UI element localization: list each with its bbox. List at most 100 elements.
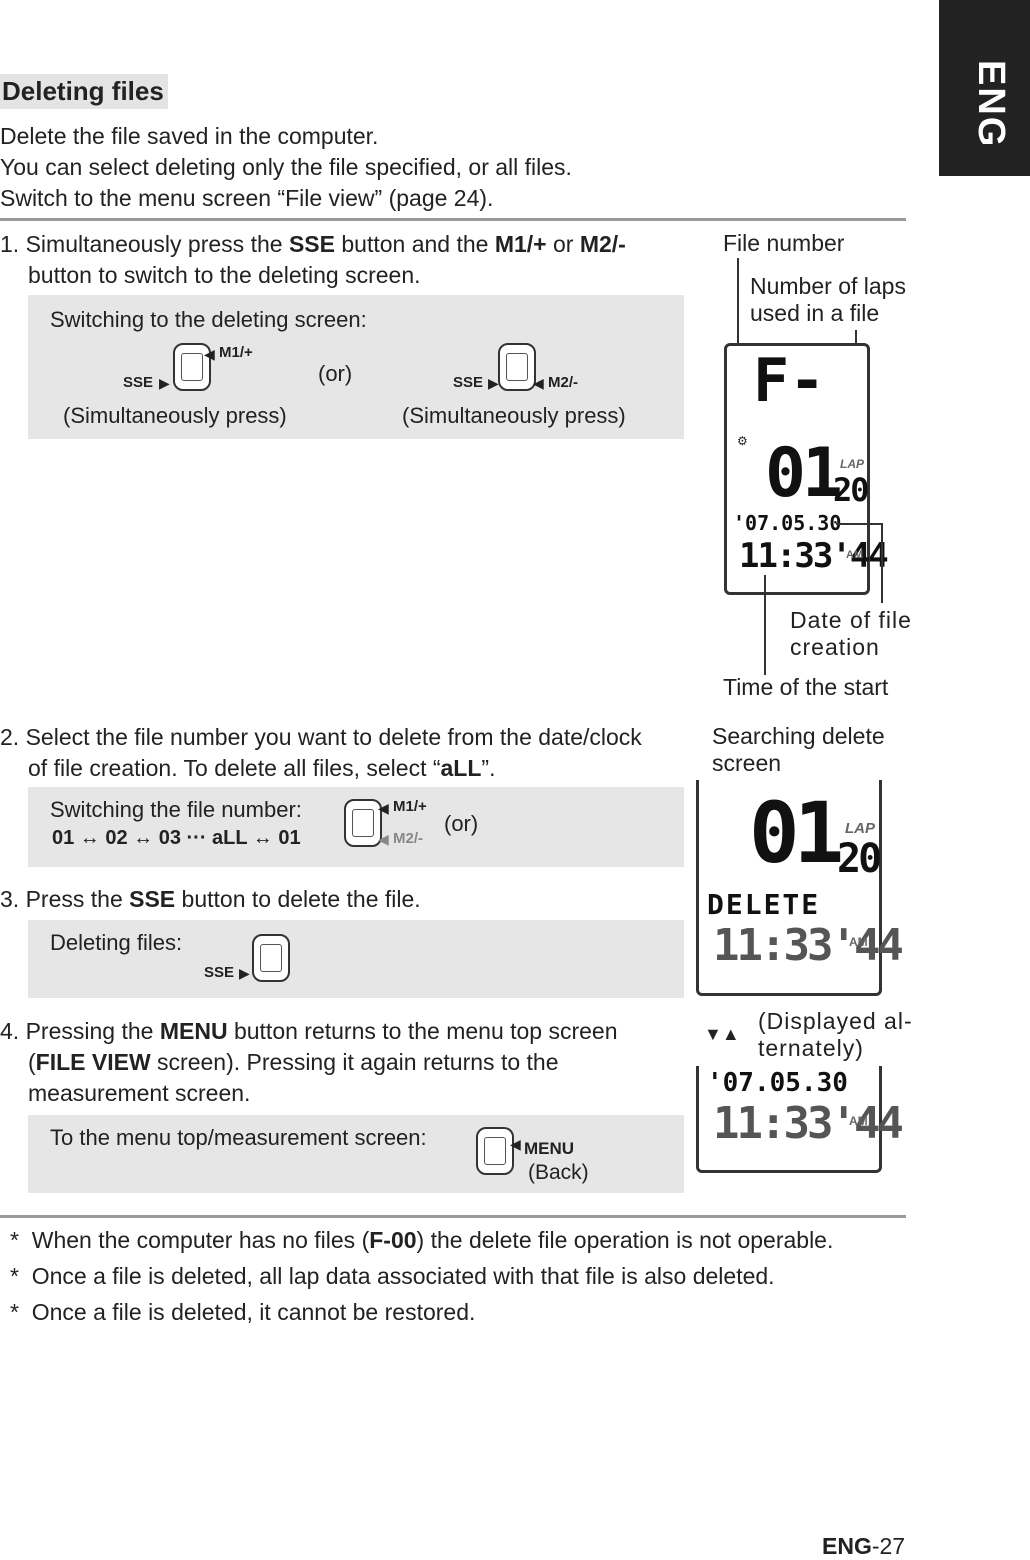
page-num: -27 <box>871 1533 906 1559</box>
time-start-label: Time of the start <box>723 674 889 700</box>
intro-line: Switch to the menu screen “File view” (p… <box>0 185 494 211</box>
language-tab-label: ENG <box>970 60 1012 149</box>
caption-line: ternately) <box>758 1035 864 1061</box>
back-text: (Back) <box>528 1161 589 1184</box>
note-text: ) the delete file operation is not opera… <box>416 1227 834 1253</box>
step-4: 4. Pressing the MENU button returns to t… <box>0 1016 618 1109</box>
file-sequence: 01 ↔ 02 ↔ 03 ··· aLL ↔ 01 <box>52 827 301 849</box>
down-up-arrow-icon: ▼▲ <box>704 1024 740 1044</box>
step-1: 1. Simultaneously press the SSE button a… <box>0 229 626 291</box>
sse-label: SSE <box>204 964 235 981</box>
m2-label: M2/- <box>393 830 423 847</box>
language-tab: ENG <box>939 0 1030 176</box>
note: * When the computer has no files (F-00) … <box>10 1227 834 1253</box>
step-number: 1. <box>0 231 20 257</box>
device-icon[interactable] <box>498 343 536 391</box>
step-number: 2. <box>0 724 20 750</box>
m1-label: M1/+ <box>393 798 427 815</box>
step-text: button to switch to the deleting screen. <box>28 262 421 288</box>
m2-keyword: M2/- <box>579 231 626 257</box>
arrow-right-icon: ▶ <box>239 965 250 981</box>
simultaneous-text: (Simultaneously press) <box>402 403 626 428</box>
step-number: 4. <box>0 1018 20 1044</box>
step-text: ( <box>28 1049 36 1075</box>
alternate-caption: (Displayed al- ternately) <box>758 1008 913 1062</box>
box-title: Deleting files: <box>50 930 183 955</box>
lcd-delete: DELETE <box>707 888 821 921</box>
m1-label: M1/+ <box>219 344 253 361</box>
lcd-lap-label: LAP <box>840 457 864 471</box>
page-number: ENG-27 <box>822 1533 905 1560</box>
lcd-date: '07.05.30 <box>733 511 842 535</box>
lcd-file-number: 01 <box>765 434 843 513</box>
box-title: Switching the file number: <box>50 797 302 822</box>
lcd-am: AM <box>849 1114 868 1128</box>
sse-keyword: SSE <box>288 231 335 257</box>
page-prefix: ENG <box>822 1533 872 1559</box>
leader-line <box>881 523 883 603</box>
step-text: Simultaneously press the <box>25 231 289 257</box>
step-4-box: To the menu top/measurement screen: ◀ ME… <box>28 1115 684 1193</box>
leader-line <box>764 575 766 675</box>
step-number: 3. <box>0 886 20 912</box>
box-title: Switching to the deleting screen: <box>50 307 367 332</box>
settings-icon: ⚙ <box>737 434 748 448</box>
step-text: button to delete the file. <box>175 886 421 912</box>
device-icon[interactable] <box>252 934 290 982</box>
note-text: Once a file is deleted, it cannot be res… <box>31 1299 476 1325</box>
step-3: 3. Press the SSE button to delete the fi… <box>0 884 421 915</box>
step-text: or <box>546 231 580 257</box>
arrow-right-icon: ▶ <box>488 375 499 391</box>
lcd-file-prefix: F- <box>753 346 826 416</box>
sse-label: SSE <box>123 374 154 391</box>
arrow-left-icon: ◀ <box>204 346 215 362</box>
note: * Once a file is deleted, it cannot be r… <box>10 1299 476 1325</box>
m1-keyword: M1/+ <box>494 231 547 257</box>
lcd-date: '07.05.30 <box>707 1068 848 1098</box>
date-label: Date of file creation <box>790 607 912 661</box>
sse-label: SSE <box>453 374 484 391</box>
lcd-lap-label: LAP <box>845 820 875 837</box>
lcd-display-1: F- ⚙ 01 LAP 20 '07.05.30 11:33'44 AM <box>724 343 889 595</box>
laps-label: Number of laps used in a file <box>750 273 906 327</box>
laps-label-line: used in a file <box>750 300 880 326</box>
intro-line: Delete the file saved in the computer. <box>0 123 379 149</box>
menu-label: MENU <box>524 1139 575 1158</box>
lcd-display-3: '07.05.30 11:33'44 AM <box>696 1066 904 1173</box>
arrow-left-icon: ◀ <box>378 831 389 847</box>
device-icon[interactable] <box>476 1127 514 1175</box>
caption-line: Searching delete <box>712 723 885 749</box>
or-text: (or) <box>444 811 479 836</box>
step-text: of file creation. To delete all files, s… <box>28 755 441 781</box>
step-1-box: Switching to the deleting screen: SSE ▶ … <box>28 295 684 439</box>
step-2-box: Switching the file number: 01 ↔ 02 ↔ 03 … <box>28 787 684 867</box>
step-text: button and the <box>334 231 495 257</box>
intro-line: You can select deleting only the file sp… <box>0 154 572 180</box>
f00-keyword: F-00 <box>369 1227 417 1253</box>
divider <box>0 1215 906 1218</box>
date-label-line: Date of file <box>790 607 912 633</box>
simultaneous-text: (Simultaneously press) <box>63 403 287 428</box>
step-3-box: Deleting files: SSE ▶ <box>28 920 684 998</box>
leader-line <box>836 523 883 525</box>
caption-line: (Displayed al- <box>758 1008 913 1034</box>
note: * Once a file is deleted, all lap data a… <box>10 1263 775 1289</box>
step-text: Press the <box>25 886 130 912</box>
file-view-keyword: FILE VIEW <box>35 1049 151 1075</box>
sse-keyword: SSE <box>129 886 176 912</box>
caption-line: screen <box>712 750 782 776</box>
divider <box>0 218 906 221</box>
lcd-time: 11:33'44 <box>713 920 904 971</box>
arrow-left-icon: ◀ <box>510 1136 521 1152</box>
device-icon[interactable] <box>344 799 382 847</box>
device-icon[interactable] <box>173 343 211 391</box>
step-text-line: of file creation. To delete all files, s… <box>0 753 642 784</box>
menu-keyword: MENU <box>159 1018 228 1044</box>
intro-text: Delete the file saved in the computer. Y… <box>0 121 572 214</box>
step-text: Pressing the <box>25 1018 160 1044</box>
arrow-left-icon: ◀ <box>378 800 389 816</box>
step-text: measurement screen. <box>28 1080 251 1106</box>
lcd-am: AM <box>846 549 864 561</box>
step-text: ”. <box>481 755 496 781</box>
step-text: button returns to the menu top screen <box>227 1018 618 1044</box>
